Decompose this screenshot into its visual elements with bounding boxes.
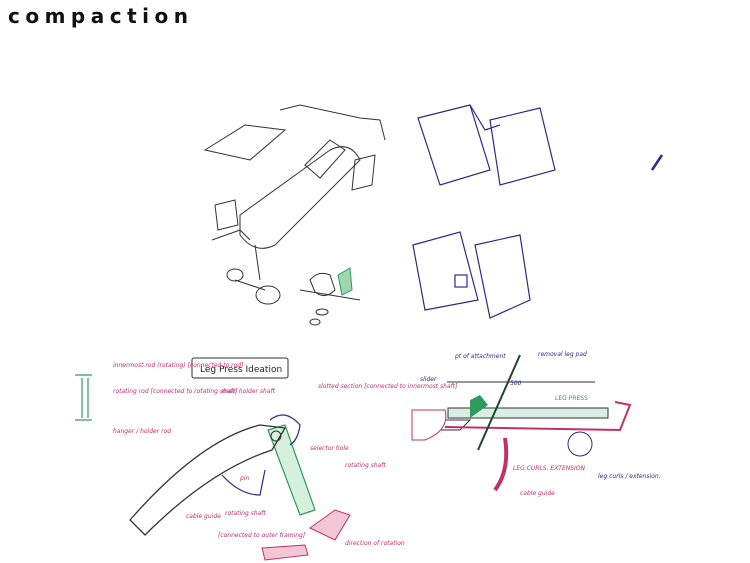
page-title: compaction [8,4,194,28]
sketch-annotation: direction of rotation [345,540,405,547]
sketch-annotation: rotating shaft [345,462,386,469]
sketch-annotation: slotted section [connected to innermost … [318,383,458,390]
sketch-annotation: cable guide [186,513,221,520]
sketch-annotation: cable guide [520,490,555,497]
sketch-annotation: hanger / holder rod [113,428,171,435]
sketch-annotation: selector hole [310,445,349,452]
sketch-annotation: rotating shaft [225,510,266,517]
sketch-annotation: leg curls / extension. [598,473,661,480]
sketch-annotation: pt of attachment [454,353,506,360]
sketch-annotation: innermost rod (rotating) [connected to r… [113,362,244,369]
sketch-annotation: LEG CURLS, EXTENSION [513,465,586,472]
sketch-annotation: 500 [510,380,522,387]
heading-box [191,357,289,379]
sketch-annotation: removal leg pad [538,351,587,358]
sketch-annotation: LEG PRESS [555,395,588,402]
sketch-annotation: pin [239,475,249,482]
sketch-annotation: [connected to outer framing] [218,532,306,539]
sketch-annotation: rotating rod [connected to rotating shaf… [113,388,238,395]
sketch-annotation: main holder shaft [222,388,276,395]
sketch-heading: Leg Press Ideation [200,365,282,375]
sketch-annotation: slider [420,376,437,383]
